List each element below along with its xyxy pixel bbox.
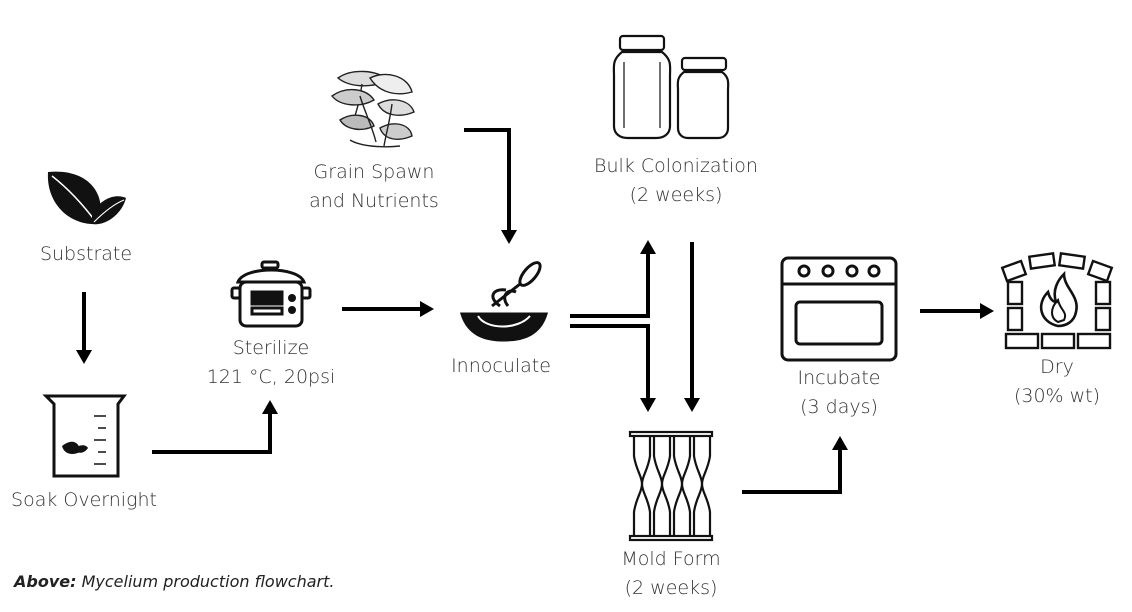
sterilize-label: Sterilize 121 °C, 20psi	[196, 334, 346, 392]
grain-line1: Grain Spawn	[313, 161, 435, 183]
grain-line2: and Nutrients	[309, 190, 439, 212]
bulk-label: Bulk Colonization (2 weeks)	[590, 152, 762, 210]
soak-label: Soak Overnight	[11, 489, 157, 511]
kiln-fire-icon	[1000, 252, 1114, 350]
caption-text: Mycelium production flowchart.	[81, 572, 335, 591]
caption-prefix: Above:	[14, 572, 77, 591]
dry-title: Dry	[1040, 356, 1074, 378]
incubate-label: Incubate (3 days)	[776, 364, 902, 422]
beaker-icon	[42, 394, 127, 478]
mushrooms-icon	[330, 70, 415, 148]
substrate-label: Substrate	[39, 243, 133, 265]
dry-detail: (30% wt)	[1013, 385, 1101, 407]
figure-caption: Above: Mycelium production flowchart.	[14, 572, 334, 591]
dry-label: Dry (30% wt)	[1004, 353, 1110, 411]
arrow-innoculate-to-bulk	[570, 252, 650, 318]
grain-label: Grain Spawn and Nutrients	[298, 158, 450, 216]
mold-duration: (2 weeks)	[624, 577, 718, 599]
arrow-mold-to-incubate	[742, 448, 842, 494]
bulk-duration: (2 weeks)	[629, 184, 723, 206]
incubate-title: Incubate	[797, 367, 881, 389]
leaves-icon	[47, 171, 126, 225]
whisk-bowl-icon	[459, 261, 549, 342]
arrow-soak-to-sterilize	[152, 412, 272, 454]
pressure-cooker-icon	[230, 260, 312, 328]
mold-label: Mold Form (2 weeks)	[600, 545, 742, 603]
arrow-innoculate-to-mold	[570, 324, 650, 400]
sterilize-detail: 121 °C, 20psi	[206, 366, 336, 388]
arrows	[76, 128, 994, 494]
oven-icon	[780, 256, 898, 362]
incubate-duration: (3 days)	[800, 396, 878, 418]
jars-icon	[612, 34, 730, 140]
molds-icon	[628, 430, 714, 542]
innoculate-label: Innoculate	[451, 355, 551, 377]
mold-title: Mold Form	[621, 548, 721, 570]
sterilize-title: Sterilize	[232, 337, 310, 359]
bulk-title: Bulk Colonization	[594, 155, 758, 177]
arrow-grain-to-innoculate	[464, 128, 511, 232]
